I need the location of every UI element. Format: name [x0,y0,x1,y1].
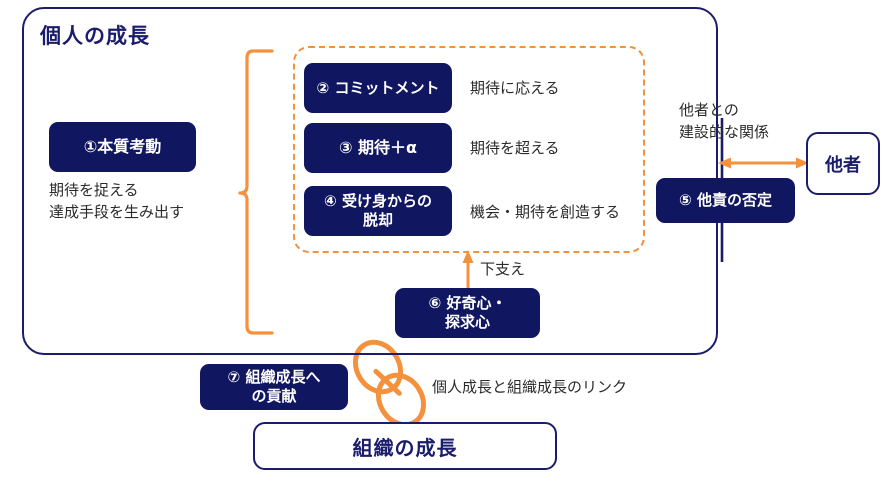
box-organization-growth-label: 組織の成長 [352,435,458,460]
box-1-description: 期待を捉える 達成手段を生み出す [49,181,185,221]
support-description: 下支え [480,260,526,278]
box-7-label: ⑦ 組織成長へ の貢献 [227,368,321,405]
box-1-honshitsu-kodo[interactable]: ①本質考動 [49,122,196,172]
box-6-label: ⑥ 好奇心・ 探求心 [428,294,507,331]
box-3-description: 期待を超える [470,139,560,157]
box-2-description: 期待に応える [470,79,560,97]
box-others[interactable]: 他者 [806,132,880,195]
box-6-koukishin-tankyushin[interactable]: ⑥ 好奇心・ 探求心 [395,288,540,338]
box-others-label: 他者 [825,154,861,176]
box-5-tasekino-hitei[interactable]: ⑤ 他責の否定 [656,178,795,223]
box-5-label: ⑤ 他責の否定 [679,191,772,210]
box-2-label: ② コミットメント [316,78,440,97]
box-4-label: ④ 受け身からの 脱却 [324,192,432,229]
link-description: 個人成長と組織成長のリンク [432,378,628,396]
box-3-label: ③ 期待＋α [338,138,418,157]
page-title: 個人の成長 [40,24,150,48]
box-4-ukemi-kara-no-dakkyaku[interactable]: ④ 受け身からの 脱却 [304,186,452,236]
box-1-label: ①本質考動 [83,137,162,156]
box-7-soshiki-seichou-kouken[interactable]: ⑦ 組織成長へ の貢献 [200,364,348,410]
box-3-kitai-plus-alpha[interactable]: ③ 期待＋α [304,123,452,173]
box-4-description: 機会・期待を創造する [470,203,621,221]
box-organization-growth[interactable]: 組織の成長 [253,422,557,470]
arrow-left-right-icon [718,157,809,169]
relation-description: 他者との 建設的な関係 [679,101,770,141]
box-2-commitment[interactable]: ② コミットメント [304,63,452,113]
dashed-group-container [293,46,645,253]
